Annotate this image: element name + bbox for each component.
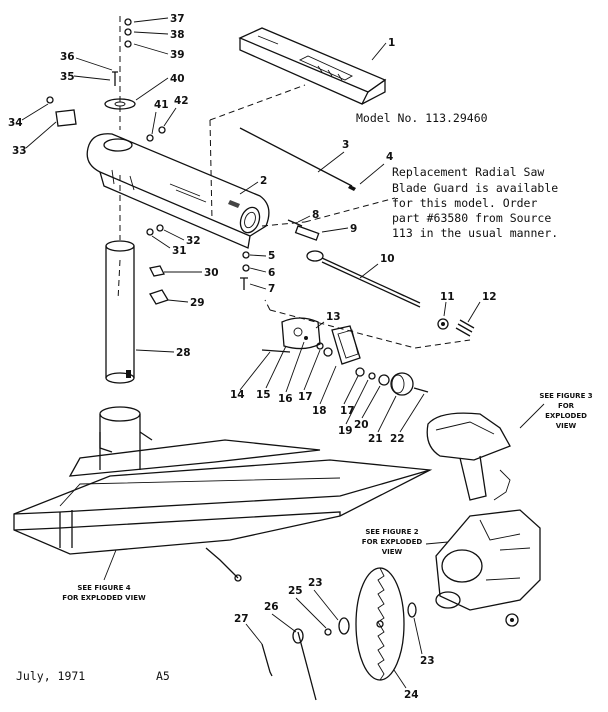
motor-part [435,509,541,627]
label-3: 3 [342,139,349,151]
label-7: 7 [268,283,275,295]
label-33: 33 [12,145,27,157]
label-6: 6 [268,267,275,279]
label-14: 14 [230,389,245,401]
fig2-line-2: FOR EXPLODED [362,538,423,546]
top-hardware [46,18,166,142]
saw-blade-part [355,567,405,681]
label-41: 41 [154,99,169,111]
label-24: 24 [404,689,419,701]
figure-2-reference: SEE FIGURE 2 FOR EXPLODED VIEW [362,528,449,556]
fig4-line-2: FOR EXPLODED VIEW [62,594,146,602]
label-23b: 23 [420,655,435,667]
label-39: 39 [170,49,185,61]
note-line-3: for this model. Order [392,196,537,210]
label-8: 8 [312,209,319,221]
table-base [13,406,433,582]
label-40: 40 [170,73,185,85]
radial-arm-part [86,133,270,249]
arbor-parts [261,602,417,701]
model-number: Model No. 113.29460 [356,111,488,125]
label-30: 30 [204,267,219,279]
label-20: 20 [354,419,369,431]
label-26: 26 [264,601,279,613]
label-15: 15 [256,389,271,401]
replacement-note: Replacement Radial Saw Blade Guard is av… [392,165,558,240]
latch-parts [287,219,320,241]
note-line-1: Replacement Radial Saw [392,165,544,179]
label-5: 5 [268,250,275,262]
label-37: 37 [170,13,185,25]
note-line-4: part #63580 from Source [392,211,551,225]
label-25: 25 [288,585,303,597]
label-1: 1 [388,37,395,49]
label-10: 10 [380,253,395,265]
fig3-line-3: EXPLODED [545,412,587,420]
label-28: 28 [176,347,191,359]
label-2: 2 [260,175,267,187]
label-42: 42 [174,95,189,107]
label-9: 9 [350,223,357,235]
shaft-part [306,250,421,308]
fig3-line-4: VIEW [556,422,577,430]
label-19: 19 [338,425,353,437]
label-34: 34 [8,117,23,129]
label-29: 29 [190,297,205,309]
label-22: 22 [390,433,405,445]
column-part [105,224,169,384]
fig3-line-1: SEE FIGURE 3 [539,392,592,400]
blade-guard-part [426,412,511,501]
fig4-line-1: SEE FIGURE 4 [77,584,130,592]
label-13: 13 [326,311,341,323]
label-16: 16 [278,393,293,405]
note-line-2: Blade Guard is available [392,181,558,195]
fig2-line-3: VIEW [382,548,403,556]
label-18: 18 [312,405,327,417]
label-17: 17 [298,391,313,403]
label-11: 11 [440,291,455,303]
fig3-line-2: FOR [558,402,575,410]
nut-spring-parts [437,318,475,337]
footer-date: July, 1971 [16,669,85,683]
label-4: 4 [386,151,393,163]
label-12: 12 [482,291,497,303]
arm-cover-part [238,27,387,105]
figure-4-reference: SEE FIGURE 4 FOR EXPLODED VIEW [62,549,146,602]
label-31: 31 [172,245,187,257]
figure-3-reference: SEE FIGURE 3 FOR EXPLODED VIEW [519,392,593,430]
label-23a: 23 [308,577,323,589]
footer-code: A5 [156,669,170,683]
label-35: 35 [60,71,75,83]
label-21: 21 [368,433,383,445]
small-fasteners [240,251,250,290]
rod-part [239,127,356,191]
label-32: 32 [186,235,201,247]
handle-assembly [261,317,429,396]
dashed-assembly-lines [117,16,471,349]
label-27: 27 [234,613,249,625]
fig2-line-1: SEE FIGURE 2 [365,528,418,536]
part-labels: 1 2 3 4 5 6 7 8 9 10 11 12 13 14 15 16 1… [8,13,497,701]
label-38: 38 [170,29,185,41]
note-line-5: 113 in the usual manner. [392,226,558,240]
label-36: 36 [60,51,75,63]
